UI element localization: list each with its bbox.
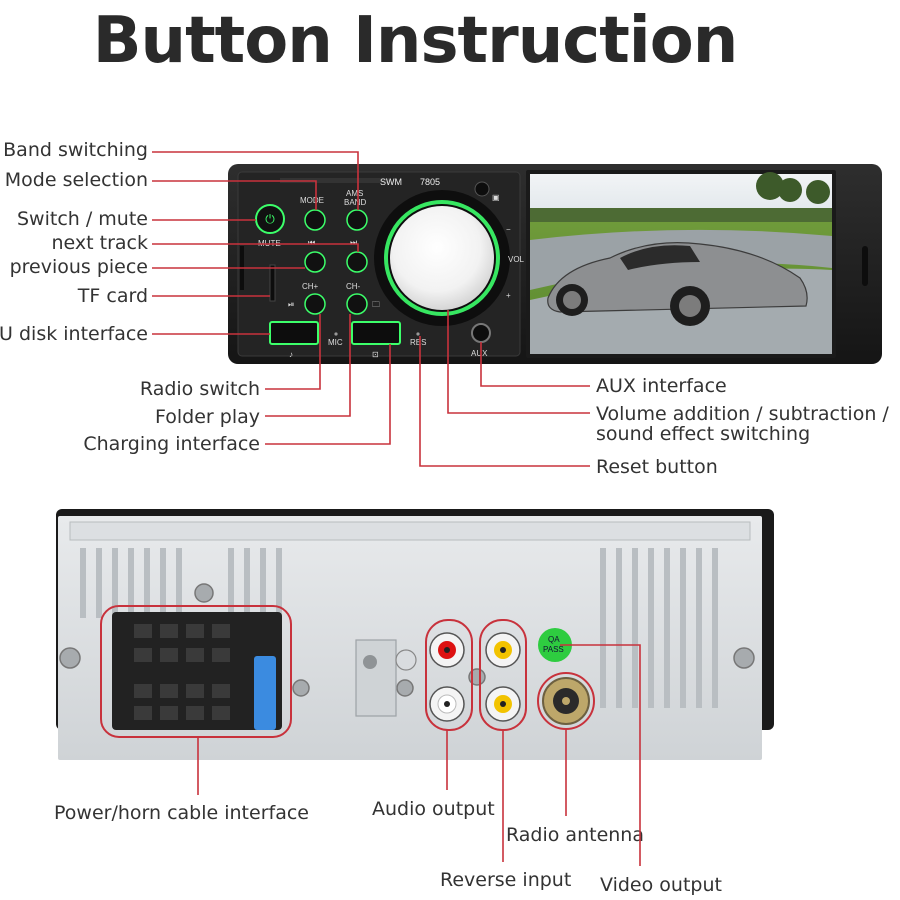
label-reverse-input: Reverse input xyxy=(440,869,572,891)
rear-panel: QA PASS xyxy=(56,509,774,760)
vol-plus-text: + xyxy=(506,291,511,300)
front-leader-lines xyxy=(152,151,590,467)
label-mode-selection: Mode selection xyxy=(4,169,148,191)
bracket xyxy=(355,639,397,717)
front-panel: SWM 7805 ⏻ MUTE MODE AMS BAND ⏮ ⏭ CH+ CH… xyxy=(228,164,882,364)
line-reset xyxy=(419,336,590,467)
model-text: SWM xyxy=(380,177,402,187)
mic-text: MIC xyxy=(328,338,343,347)
vol-text: VOL xyxy=(508,255,525,264)
reset-hole[interactable] xyxy=(416,332,420,336)
label-folder-play: Folder play xyxy=(155,406,260,428)
audio-highlight xyxy=(425,619,473,731)
folder-icon: 🗀 xyxy=(372,300,380,309)
bracket-hole xyxy=(363,655,377,669)
power-mute-button[interactable] xyxy=(255,204,285,234)
aux-jack[interactable] xyxy=(471,323,491,343)
screw-rca xyxy=(396,679,414,697)
right-slot xyxy=(862,246,868,286)
volume-knob[interactable] xyxy=(390,206,494,310)
vent-slots xyxy=(80,548,718,708)
screw-top xyxy=(194,583,214,603)
ams-text: AMS xyxy=(346,189,363,198)
label-radio-switch: Radio switch xyxy=(139,378,260,400)
sticker-text-qa: QA xyxy=(548,635,560,644)
music-icon: ♪ xyxy=(289,350,293,359)
vol-minus-text: − xyxy=(506,225,511,234)
folder-button[interactable] xyxy=(346,293,368,315)
line-aux xyxy=(480,342,590,387)
power-icon: ⏻ xyxy=(265,212,275,226)
mode-button[interactable] xyxy=(304,209,326,231)
label-reset-button: Reset button xyxy=(596,456,718,478)
line-band xyxy=(152,151,359,210)
usb-port-1[interactable] xyxy=(269,321,319,345)
label-power-horn: Power/horn cable interface xyxy=(54,802,309,824)
line-folder xyxy=(265,314,351,417)
label-audio-output: Audio output xyxy=(372,798,495,820)
top-rail xyxy=(69,521,751,541)
qa-pass-sticker xyxy=(538,628,572,662)
page-title: Button Instruction xyxy=(92,4,739,78)
camera-icon: ▣ xyxy=(492,193,500,202)
line-next xyxy=(152,243,359,252)
knob-glow xyxy=(384,200,500,316)
screen-image xyxy=(530,172,832,354)
line-volume xyxy=(447,310,590,414)
line-radio xyxy=(265,314,321,390)
screw-mid xyxy=(292,679,310,697)
ch-minus-text: CH- xyxy=(346,282,361,291)
ir-sensor xyxy=(474,181,490,197)
iso-pins xyxy=(134,624,230,720)
sticker-text-pass: PASS xyxy=(543,645,564,654)
screw-right xyxy=(733,647,755,669)
line-mode xyxy=(152,180,317,210)
band-button[interactable] xyxy=(346,209,368,231)
screw-left xyxy=(59,647,81,669)
label-radio-antenna: Radio antenna xyxy=(506,824,644,846)
label-u-disk-interface: U disk interface xyxy=(0,323,148,345)
aux-text: AUX xyxy=(471,349,488,358)
next-button[interactable] xyxy=(346,251,368,273)
round-port xyxy=(395,649,417,671)
top-slot xyxy=(280,178,390,183)
band-text: BAND xyxy=(344,198,366,207)
prev-icon: ⏮ xyxy=(308,238,315,247)
label-band-switching: Band switching xyxy=(3,139,148,161)
label-charging-interface: Charging interface xyxy=(83,433,260,455)
previous-button[interactable] xyxy=(304,251,326,273)
iso-connector[interactable] xyxy=(112,612,282,730)
rear-leader-lines xyxy=(197,644,641,866)
tf-card-slot[interactable] xyxy=(269,264,276,302)
line-video xyxy=(560,644,641,866)
next-icon: ⏭ xyxy=(350,238,357,247)
line-charging xyxy=(265,344,391,445)
mode-text: MODE xyxy=(300,196,324,205)
play-pause-icon: ⏯ xyxy=(288,300,294,309)
label-video-output: Video output xyxy=(600,874,722,896)
label-aux-interface: AUX interface xyxy=(596,375,727,397)
label-volume-line2: sound effect switching xyxy=(596,423,811,445)
model-number: 7805 xyxy=(420,177,440,187)
label-previous-piece: previous piece xyxy=(9,256,148,278)
fuse xyxy=(254,656,276,730)
iso-highlight xyxy=(100,605,292,738)
label-switch-mute: Switch / mute xyxy=(17,208,148,230)
usb-port-2[interactable] xyxy=(351,321,401,345)
radio-button[interactable] xyxy=(304,293,326,315)
label-tf-card: TF card xyxy=(77,285,148,307)
charge-icon: ⊡ xyxy=(372,350,379,359)
mic-hole xyxy=(334,332,338,336)
label-volume-line1: Volume addition / subtraction / xyxy=(596,403,889,425)
res-text: RES xyxy=(410,338,426,347)
ch-plus-text: CH+ xyxy=(302,282,319,291)
label-next-track: next track xyxy=(51,232,148,254)
